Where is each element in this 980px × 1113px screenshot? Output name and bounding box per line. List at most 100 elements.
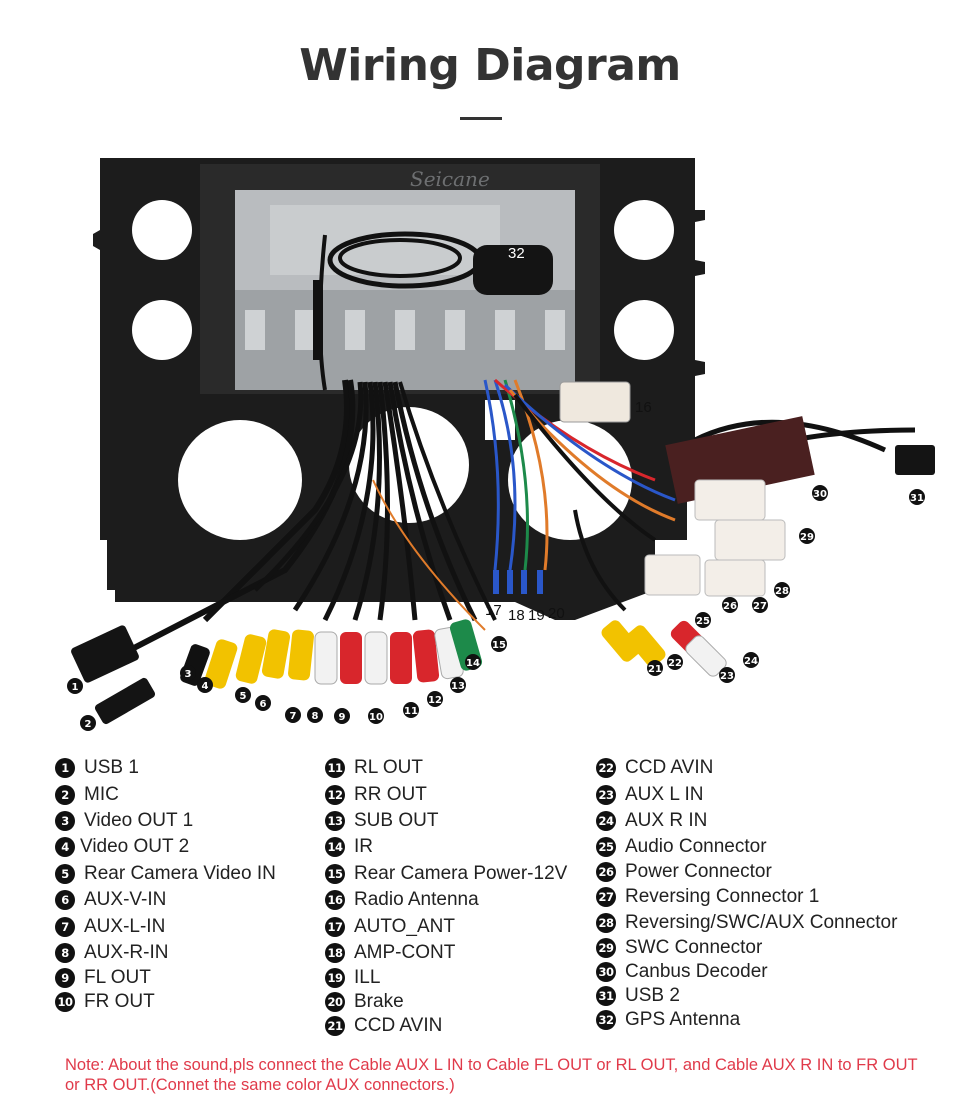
callout-11: 11 xyxy=(403,702,419,718)
legend-label: Video OUT 2 xyxy=(80,836,190,858)
svg-text:2: 2 xyxy=(85,719,92,730)
usb1-connector xyxy=(71,625,139,683)
svg-text:29: 29 xyxy=(800,532,814,543)
number-badge: 4 xyxy=(55,837,75,858)
legend-label: USB 2 xyxy=(625,985,680,1007)
svg-text:26: 26 xyxy=(723,601,737,612)
legend-label: Reversing Connector 1 xyxy=(625,886,820,908)
legend-item: 27 Reversing Connector 1 xyxy=(596,884,897,910)
callout-20: 20 xyxy=(548,605,565,622)
svg-text:8: 8 xyxy=(312,711,319,722)
legend-label: CCD AVIN xyxy=(354,1015,443,1037)
number-badge: 20 xyxy=(325,992,345,1013)
legend-label: AUX L IN xyxy=(625,783,704,805)
svg-text:3: 3 xyxy=(185,669,192,680)
callout-23: 23 xyxy=(719,667,735,683)
legend-item: 11 RL OUT xyxy=(325,755,567,781)
callout-16: 16 xyxy=(635,399,652,416)
number-badge: 31 xyxy=(596,986,616,1007)
svg-text:14: 14 xyxy=(466,658,480,669)
legend-label: RR OUT xyxy=(354,783,427,805)
number-badge: 11 xyxy=(325,758,345,779)
callout-17: 17 xyxy=(485,602,502,619)
number-badge: 26 xyxy=(596,861,616,882)
callout-2: 2 xyxy=(80,715,96,731)
number-badge: 13 xyxy=(325,810,345,831)
callout-29: 29 xyxy=(799,528,815,544)
mic-connector xyxy=(94,677,156,725)
legend-label: Rear Camera Power-12V xyxy=(354,862,568,884)
legend-label: Video OUT 1 xyxy=(84,809,194,831)
legend-item: 26 Power Connector xyxy=(596,859,897,884)
number-badge: 6 xyxy=(55,890,75,911)
callout-4: 4 xyxy=(197,677,213,693)
svg-text:1: 1 xyxy=(72,682,79,693)
number-badge: 32 xyxy=(596,1010,616,1031)
callout-8: 8 xyxy=(307,707,323,723)
rca-bundle-right xyxy=(601,620,727,677)
legend-label: Reversing/SWC/AUX Connector xyxy=(625,912,898,934)
svg-text:9: 9 xyxy=(339,712,346,723)
diagram-title: Wiring Diagram xyxy=(299,40,681,91)
number-badge: 8 xyxy=(55,942,75,963)
svg-text:6: 6 xyxy=(260,699,267,710)
number-badge: 19 xyxy=(325,968,345,989)
wiring-photo: Seicane xyxy=(55,150,935,750)
svg-text:10: 10 xyxy=(369,712,383,723)
number-badge: 27 xyxy=(596,887,616,908)
legend-item: 15 Rear Camera Power-12V xyxy=(325,861,567,887)
number-badge: 25 xyxy=(596,836,616,857)
number-badge: 5 xyxy=(55,863,75,884)
legend-label: IR xyxy=(354,836,373,858)
probe-pins xyxy=(493,570,543,594)
svg-text:21: 21 xyxy=(648,664,662,675)
number-badge: 24 xyxy=(596,810,616,831)
number-badge: 28 xyxy=(596,913,616,934)
legend-label: RL OUT xyxy=(354,757,423,779)
legend-label: Rear Camera Video IN xyxy=(84,862,276,884)
legend-label: MIC xyxy=(84,783,119,805)
legend-label: AMP-CONT xyxy=(354,941,456,963)
legend-item: 8 AUX-R-IN xyxy=(55,940,276,966)
number-badge: 15 xyxy=(325,863,345,884)
callout-1: 1 xyxy=(67,678,83,694)
svg-text:31: 31 xyxy=(910,493,924,504)
callout-12: 12 xyxy=(427,691,443,707)
callout-24: 24 xyxy=(743,652,759,668)
legend-label: Brake xyxy=(354,991,404,1013)
callout-26: 26 xyxy=(722,597,738,613)
legend-item: 5 Rear Camera Video IN xyxy=(55,861,276,887)
legend-label: Power Connector xyxy=(625,860,772,882)
number-badge: 17 xyxy=(325,916,345,937)
svg-text:12: 12 xyxy=(428,695,442,706)
legend-label: Radio Antenna xyxy=(354,889,479,911)
callout-30: 30 xyxy=(812,485,828,501)
legend-label: AUX-R-IN xyxy=(84,941,169,963)
callout-32: 32 xyxy=(508,245,525,262)
number-badge: 21 xyxy=(325,1016,345,1037)
radio-antenna-connector xyxy=(559,381,631,423)
legend-item: 20 Brake xyxy=(325,990,567,1014)
callout-14: 14 xyxy=(465,654,481,670)
callout-27: 27 xyxy=(752,597,768,613)
legend-label: AUX R IN xyxy=(625,809,708,831)
number-badge: 7 xyxy=(55,916,75,937)
callout-22: 22 xyxy=(667,654,683,670)
legend-item: 28 Reversing/SWC/AUX Connector xyxy=(596,910,897,936)
legend-label: AUX-V-IN xyxy=(84,889,167,911)
white-connectors xyxy=(644,479,786,597)
callout-7: 7 xyxy=(285,707,301,723)
svg-text:13: 13 xyxy=(451,681,465,692)
brand-watermark: Seicane xyxy=(410,167,490,191)
legend-item: 31 USB 2 xyxy=(596,984,897,1008)
